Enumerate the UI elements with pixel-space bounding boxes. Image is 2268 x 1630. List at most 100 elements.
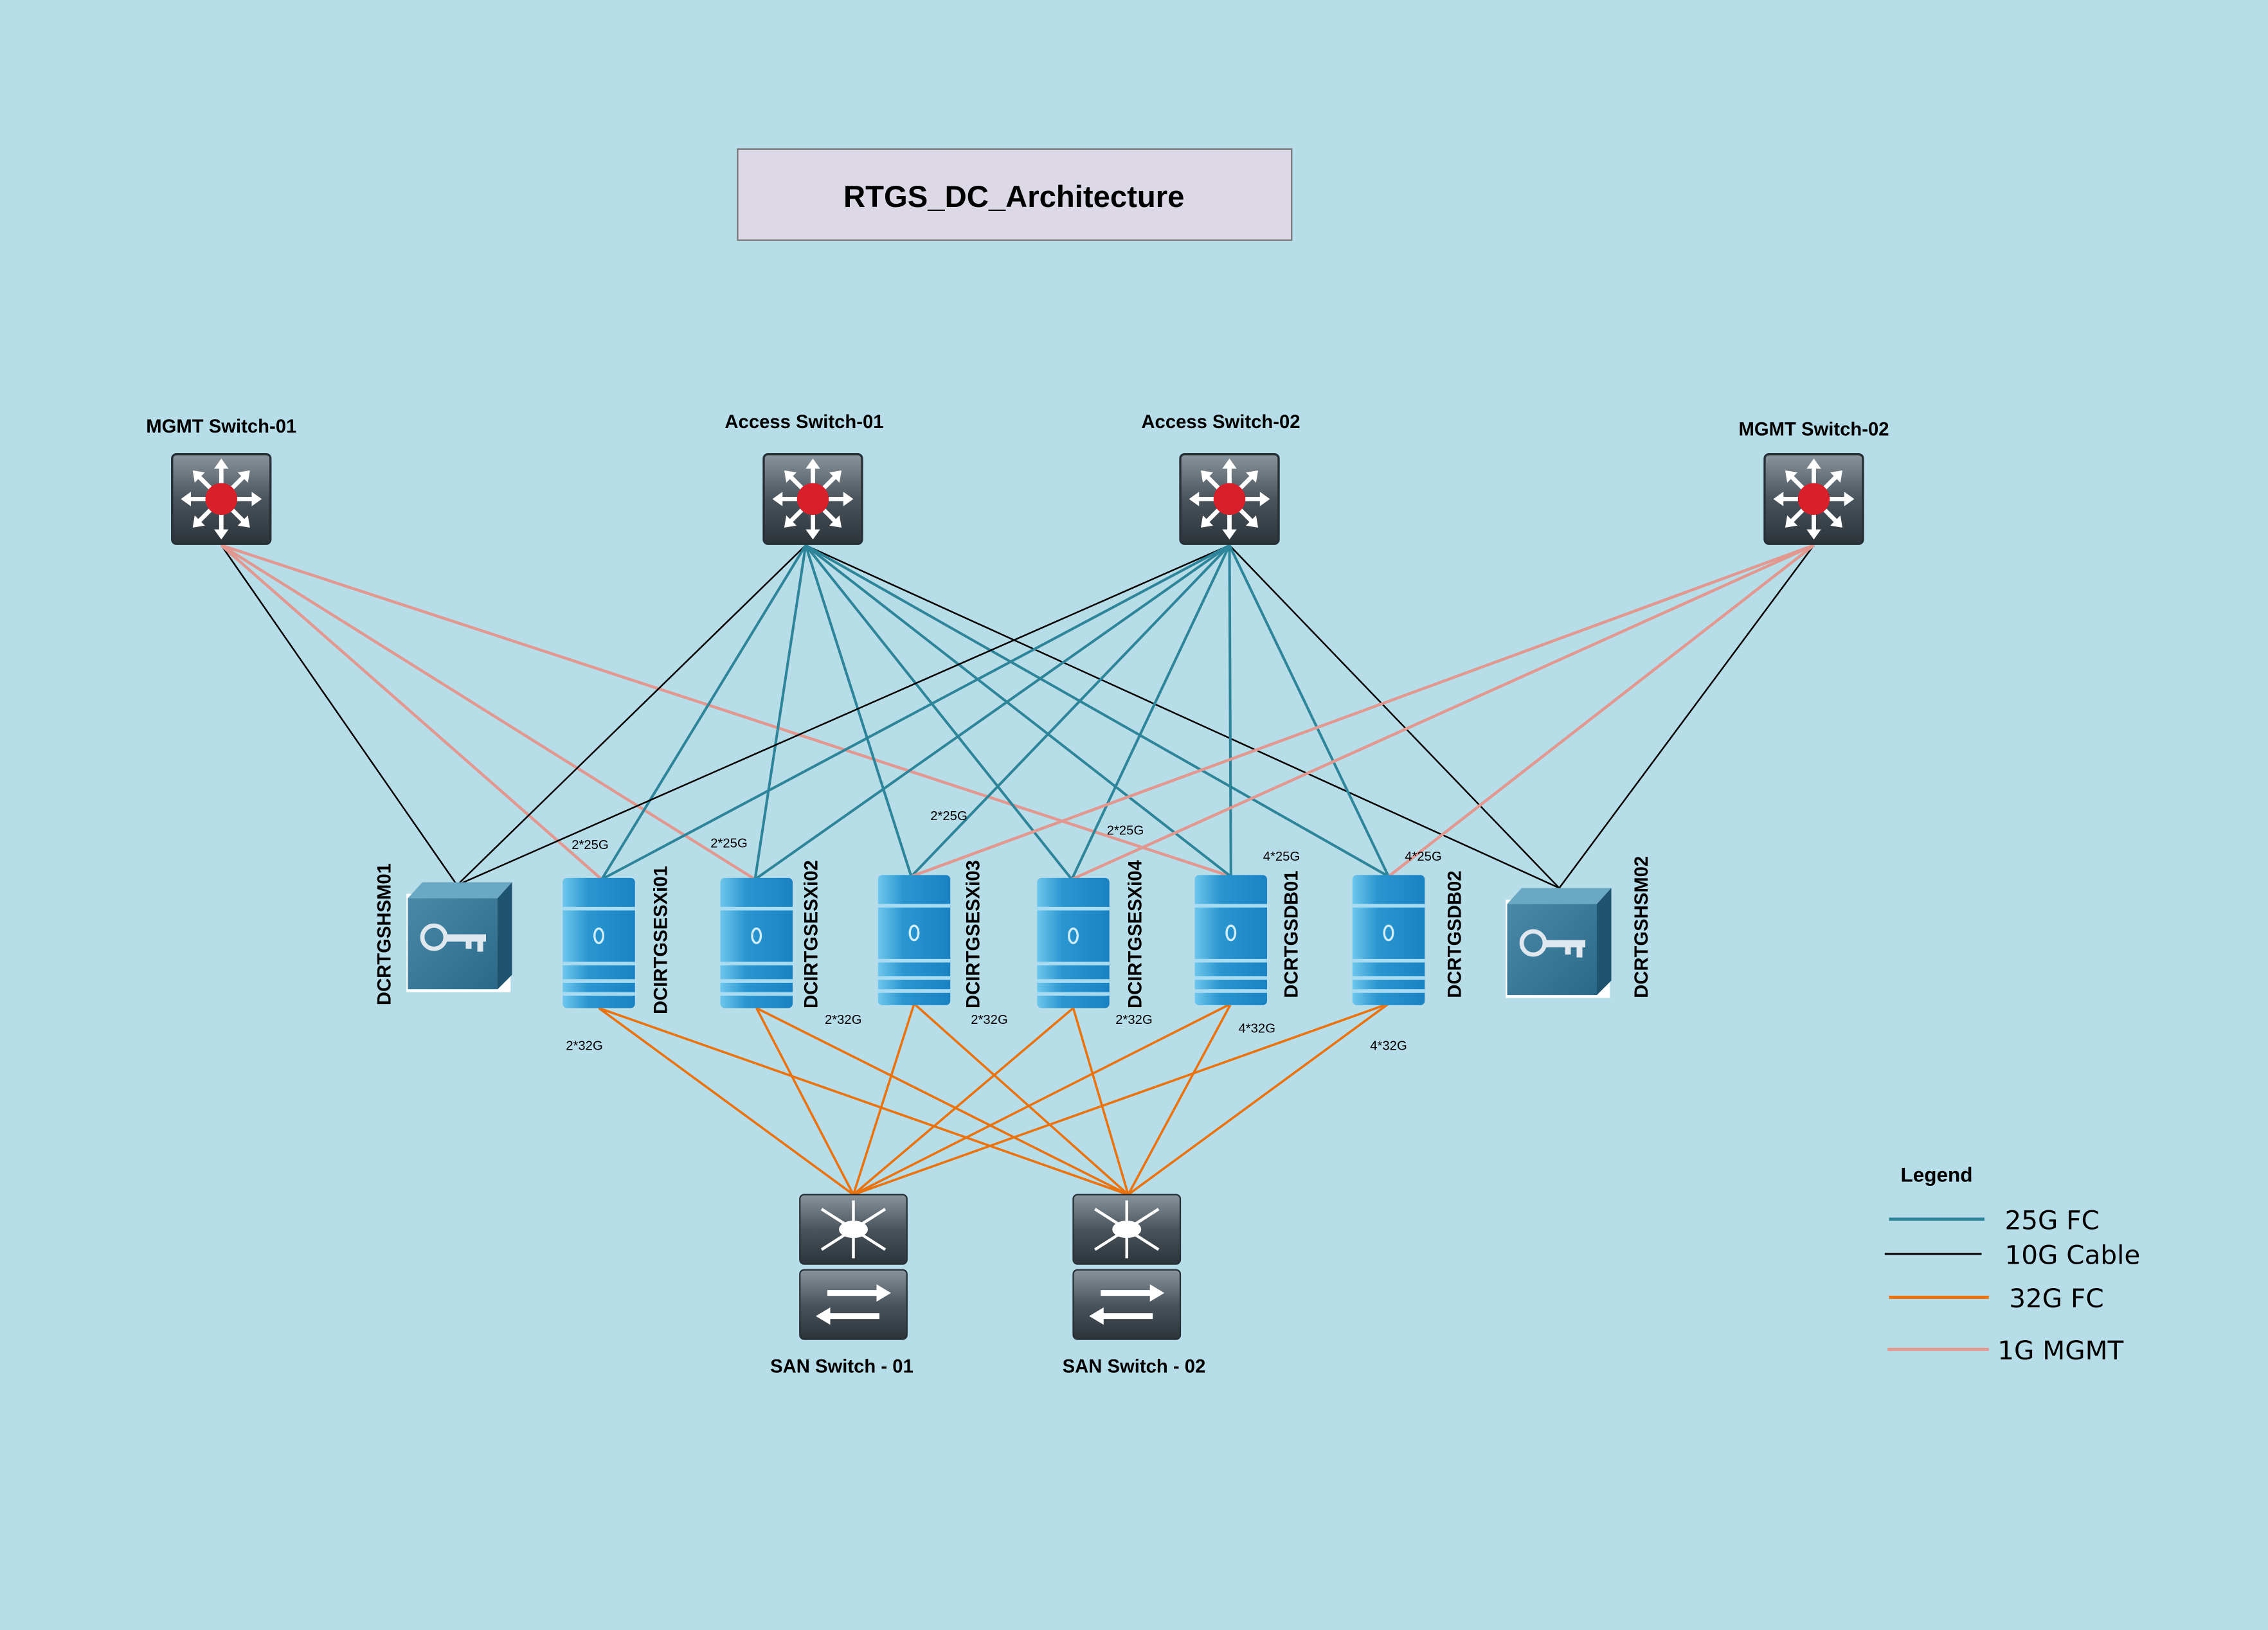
link-32g-esx3-san2 xyxy=(913,1003,1130,1196)
edge-label-esx1-bottom: 2*32G xyxy=(566,1039,602,1053)
legend-label-10g: 10G Cable xyxy=(2005,1240,2141,1271)
node-hsm1[interactable]: DCRTGSHSM01 xyxy=(375,863,512,1005)
links-layer xyxy=(220,544,1815,1196)
link-25g-acc2-esx3 xyxy=(910,544,1230,878)
edge-label-db2-bottom: 4*32G xyxy=(1370,1039,1407,1053)
node-esx3[interactable]: DCIRTGSESXi03 xyxy=(878,860,984,1008)
node-acc1[interactable]: Access Switch-01 xyxy=(724,412,884,545)
link-25g-acc2-esx1 xyxy=(601,544,1230,881)
link-32g-esx2-san1 xyxy=(755,1007,855,1196)
link-1g-mgmt1-esx1 xyxy=(220,544,603,881)
link-25g-acc2-esx4 xyxy=(1070,544,1231,880)
edge-label-db2-top: 4*25G xyxy=(1405,850,1441,864)
link-1g-mgmt1-esx2 xyxy=(221,544,756,881)
layer3-switch-icon xyxy=(1763,452,1864,545)
hsm-key-icon xyxy=(406,882,512,992)
link-25g-acc2-db1 xyxy=(1228,545,1232,877)
node-mgmt1[interactable]: MGMT Switch-01 xyxy=(146,416,296,545)
edge-labels-layer: 2*25G 2*25G 2*25G 2*25G 4*25G 4*25G 2*32G 2*32G… xyxy=(566,809,1441,1053)
link-32g-esx2-san2 xyxy=(755,1007,1129,1196)
node-db2[interactable]: DCRTGSDB02 xyxy=(1352,870,1466,1005)
link-32g-esx3-san1 xyxy=(852,1003,915,1196)
link-25g-acc1-esx1 xyxy=(600,544,807,881)
hsm-key-icon xyxy=(1506,888,1612,998)
legend-item-32g: 32G FC xyxy=(1889,1283,2104,1314)
node-label-db1: DCRTGSDB01 xyxy=(1281,870,1302,998)
link-25g-acc1-db1 xyxy=(805,544,1232,878)
link-10g-acc2-hsm2 xyxy=(1228,544,1560,889)
legend-item-25g: 25G FC xyxy=(1889,1205,2100,1236)
edge-label-db1-bottom: 4*32G xyxy=(1239,1022,1275,1036)
server-icon xyxy=(1194,875,1267,1005)
node-esx4[interactable]: DCIRTGSESXi04 xyxy=(1037,859,1146,1008)
link-10g-acc1-hsm1 xyxy=(456,544,807,886)
node-esx1[interactable]: DCIRTGSESXi01 xyxy=(562,866,671,1014)
server-icon xyxy=(1352,875,1425,1005)
edge-label-esx3-top: 2*25G xyxy=(930,809,967,823)
legend: Legend 25G FC 10G Cable 32G FC 1G MGMT xyxy=(1884,1163,2141,1366)
node-acc2[interactable]: Access Switch-02 xyxy=(1141,412,1300,545)
layer3-switch-icon xyxy=(762,452,863,545)
link-1g-mgmt1-db1 xyxy=(221,544,1232,878)
link-25g-acc2-esx2 xyxy=(754,544,1230,881)
diagram-title: RTGS_DC_Architecture xyxy=(843,180,1184,214)
san-switch-icon xyxy=(1072,1194,1182,1340)
legend-item-1g: 1G MGMT xyxy=(1887,1335,2124,1366)
link-1g-mgmt2-db2 xyxy=(1387,544,1815,878)
node-label-mgmt1: MGMT Switch-01 xyxy=(146,416,296,437)
edge-label-esx4-top: 2*25G xyxy=(1107,823,1144,837)
node-label-esx2: DCIRTGSESXi02 xyxy=(801,860,822,1008)
link-25g-acc1-db2 xyxy=(805,544,1390,878)
link-32g-db2-san2 xyxy=(1127,1003,1390,1196)
link-1g-mgmt2-esx3 xyxy=(910,544,1815,878)
node-label-acc1: Access Switch-01 xyxy=(724,412,883,433)
node-label-db2: DCRTGSDB02 xyxy=(1445,870,1466,998)
edge-label-db1-top: 4*25G xyxy=(1263,850,1300,864)
node-hsm2[interactable]: DCRTGSHSM02 xyxy=(1506,856,1652,998)
title-box: RTGS_DC_Architecture xyxy=(737,148,1293,241)
link-32g-esx1-san1 xyxy=(598,1007,854,1196)
node-label-esx3: DCIRTGSESXi03 xyxy=(963,860,984,1008)
legend-title: Legend xyxy=(1901,1163,1973,1186)
node-san2[interactable]: SAN Switch - 02 xyxy=(1063,1194,1206,1377)
node-esx2[interactable]: DCIRTGSESXi02 xyxy=(720,860,822,1008)
node-label-acc2: Access Switch-02 xyxy=(1141,412,1300,433)
link-25g-acc2-db2 xyxy=(1228,544,1390,877)
node-db1[interactable]: DCRTGSDB01 xyxy=(1194,870,1302,1005)
server-icon xyxy=(878,875,951,1005)
node-label-mgmt2: MGMT Switch-02 xyxy=(1738,419,1889,440)
link-32g-esx4-san1 xyxy=(852,1007,1074,1196)
node-label-esx1: DCIRTGSESXi01 xyxy=(651,866,671,1014)
node-label-esx4: DCIRTGSESXi04 xyxy=(1125,859,1146,1008)
edge-label-esx3-bottom: 2*32G xyxy=(971,1013,1007,1027)
node-mgmt2[interactable]: MGMT Switch-02 xyxy=(1738,419,1889,545)
server-icon xyxy=(562,877,635,1008)
node-san1[interactable]: SAN Switch - 01 xyxy=(770,1194,914,1377)
link-25g-acc1-esx2 xyxy=(753,545,807,880)
link-32g-db1-san2 xyxy=(1127,1003,1232,1196)
legend-label-1g: 1G MGMT xyxy=(1997,1335,2123,1366)
legend-label-32g: 32G FC xyxy=(2009,1283,2103,1314)
edge-label-esx4-bottom: 2*32G xyxy=(1115,1013,1152,1027)
edge-label-esx2-top: 2*25G xyxy=(710,837,747,851)
layer3-switch-icon xyxy=(1179,452,1280,545)
link-32g-esx4-san2 xyxy=(1072,1007,1130,1196)
san-switch-icon xyxy=(799,1194,908,1340)
link-25g-acc1-esx4 xyxy=(804,544,1073,881)
link-10g-mgmt2-hsm2 xyxy=(1558,544,1815,889)
legend-label-25g: 25G FC xyxy=(2005,1205,2100,1236)
link-32g-db2-san1 xyxy=(852,1002,1389,1196)
link-10g-mgmt1-hsm1 xyxy=(221,544,458,886)
link-25g-acc1-esx3 xyxy=(804,544,913,877)
node-label-san2: SAN Switch - 02 xyxy=(1063,1356,1206,1377)
edge-label-esx1-top: 2*25G xyxy=(572,838,608,852)
link-1g-mgmt2-esx4 xyxy=(1071,544,1815,881)
server-icon xyxy=(720,877,793,1008)
server-icon xyxy=(1037,877,1110,1008)
layer3-switch-icon xyxy=(171,452,272,545)
edge-label-esx2-bottom: 2*32G xyxy=(825,1013,861,1027)
node-label-san1: SAN Switch - 01 xyxy=(770,1356,914,1377)
legend-item-10g: 10G Cable xyxy=(1884,1240,2141,1271)
link-32g-db1-san1 xyxy=(852,1003,1232,1196)
